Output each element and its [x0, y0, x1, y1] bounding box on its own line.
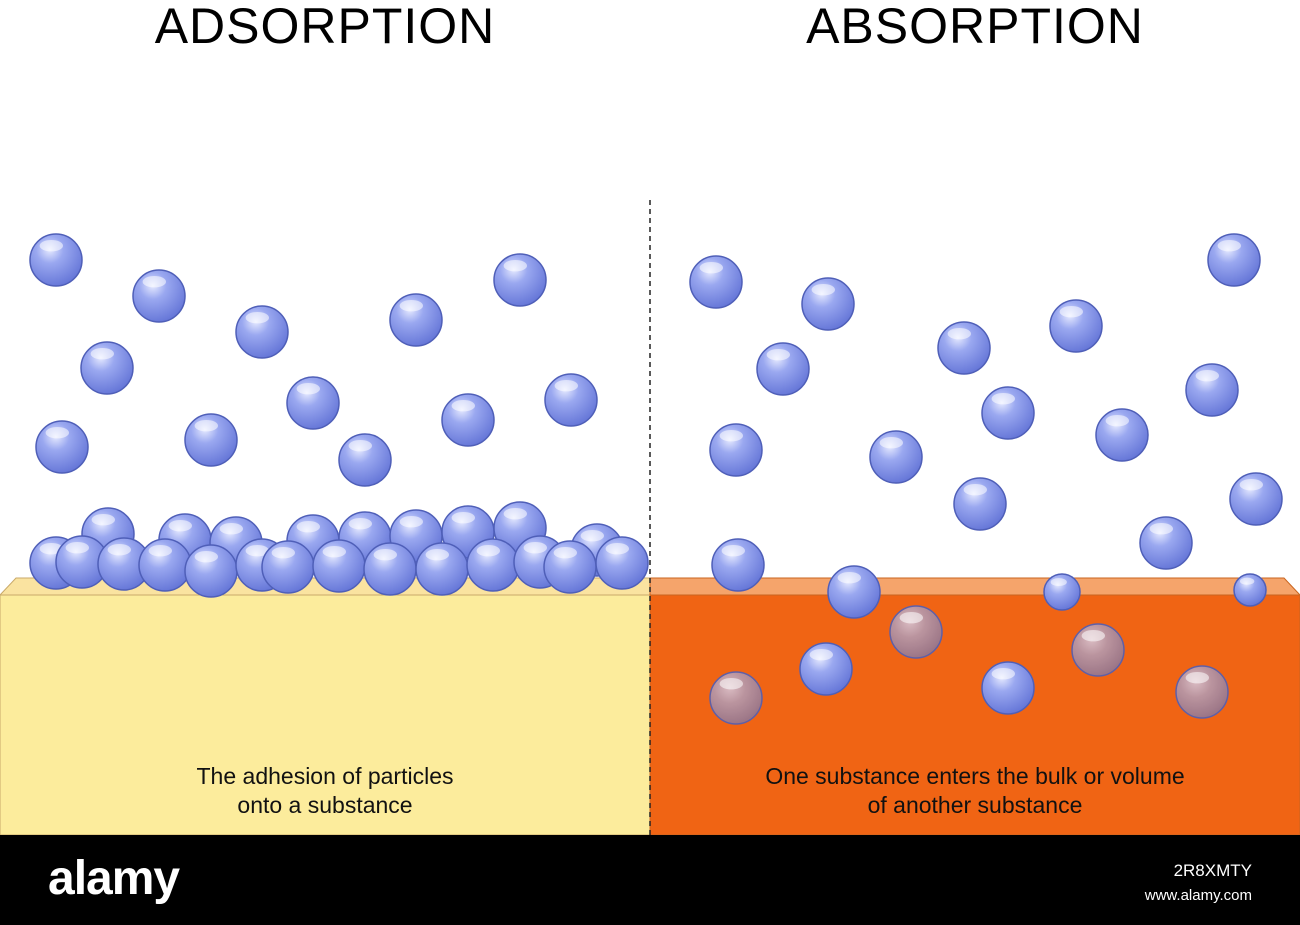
particle — [869, 430, 923, 484]
particle — [235, 305, 289, 359]
absorbed-particle — [1071, 623, 1125, 677]
adsorption-caption-line2: onto a substance — [237, 792, 413, 818]
entering-particle — [1233, 573, 1267, 607]
particle — [937, 321, 991, 375]
absorption-title: ABSORPTION — [806, 0, 1144, 54]
absorption-caption-line2: of another substance — [867, 792, 1083, 818]
particle — [132, 269, 186, 323]
particle — [389, 293, 443, 347]
particle — [801, 277, 855, 331]
particle — [338, 433, 392, 487]
adsorption-title: ADSORPTION — [154, 0, 496, 54]
particle — [689, 255, 743, 309]
adsorbed-particle — [466, 538, 520, 592]
absorbed-particle — [709, 671, 763, 725]
absorbed-particle — [1175, 665, 1229, 719]
particle — [711, 538, 765, 592]
particle — [709, 423, 763, 477]
particle — [1185, 363, 1239, 417]
particle — [493, 253, 547, 307]
footer-bar: alamy 2R8XMTY www.alamy.com — [0, 835, 1300, 925]
particle — [1049, 299, 1103, 353]
absorbed-particle — [889, 605, 943, 659]
particle — [981, 386, 1035, 440]
absorption-particles — [689, 233, 1283, 715]
particle — [1207, 233, 1261, 287]
adsorbed-particle — [595, 536, 649, 590]
particle — [953, 477, 1007, 531]
particle — [286, 376, 340, 430]
adsorbed-particle — [312, 539, 366, 593]
particle — [827, 565, 881, 619]
particle — [1229, 472, 1283, 526]
entering-particle — [1043, 573, 1081, 611]
footer-logo: alamy — [48, 852, 180, 905]
footer-url: www.alamy.com — [1144, 887, 1252, 904]
particle — [544, 373, 598, 427]
diagram-canvas: ADSORPTION ABSORPTION The adhesion of pa… — [0, 0, 1300, 836]
particle — [35, 420, 89, 474]
adsorbed-particle — [543, 540, 597, 594]
footer-image-id: 2R8XMTY — [1173, 861, 1252, 880]
absorbed-particles — [709, 605, 1229, 725]
adsorption-caption-line1: The adhesion of particles — [196, 763, 454, 789]
adsorbed-particle — [415, 542, 469, 596]
particle — [1095, 408, 1149, 462]
adsorbed-particle — [261, 540, 315, 594]
particle — [756, 342, 810, 396]
adsorption-caption: The adhesion of particles onto a substan… — [0, 762, 650, 820]
particle — [184, 413, 238, 467]
adsorption-absorption-diagram — [0, 200, 1300, 836]
particle — [80, 341, 134, 395]
absorption-caption-line1: One substance enters the bulk or volume — [765, 763, 1185, 789]
particle — [981, 661, 1035, 715]
adsorbed-particle — [138, 538, 192, 592]
particle — [1139, 516, 1193, 570]
particle — [29, 233, 83, 287]
adsorbed-particle — [363, 542, 417, 596]
adsorbed-particle — [184, 544, 238, 598]
adsorbent-block — [0, 594, 651, 836]
particle — [441, 393, 495, 447]
adsorption-particles — [29, 233, 649, 598]
particle — [799, 642, 853, 696]
absorption-caption: One substance enters the bulk or volume … — [650, 762, 1300, 820]
